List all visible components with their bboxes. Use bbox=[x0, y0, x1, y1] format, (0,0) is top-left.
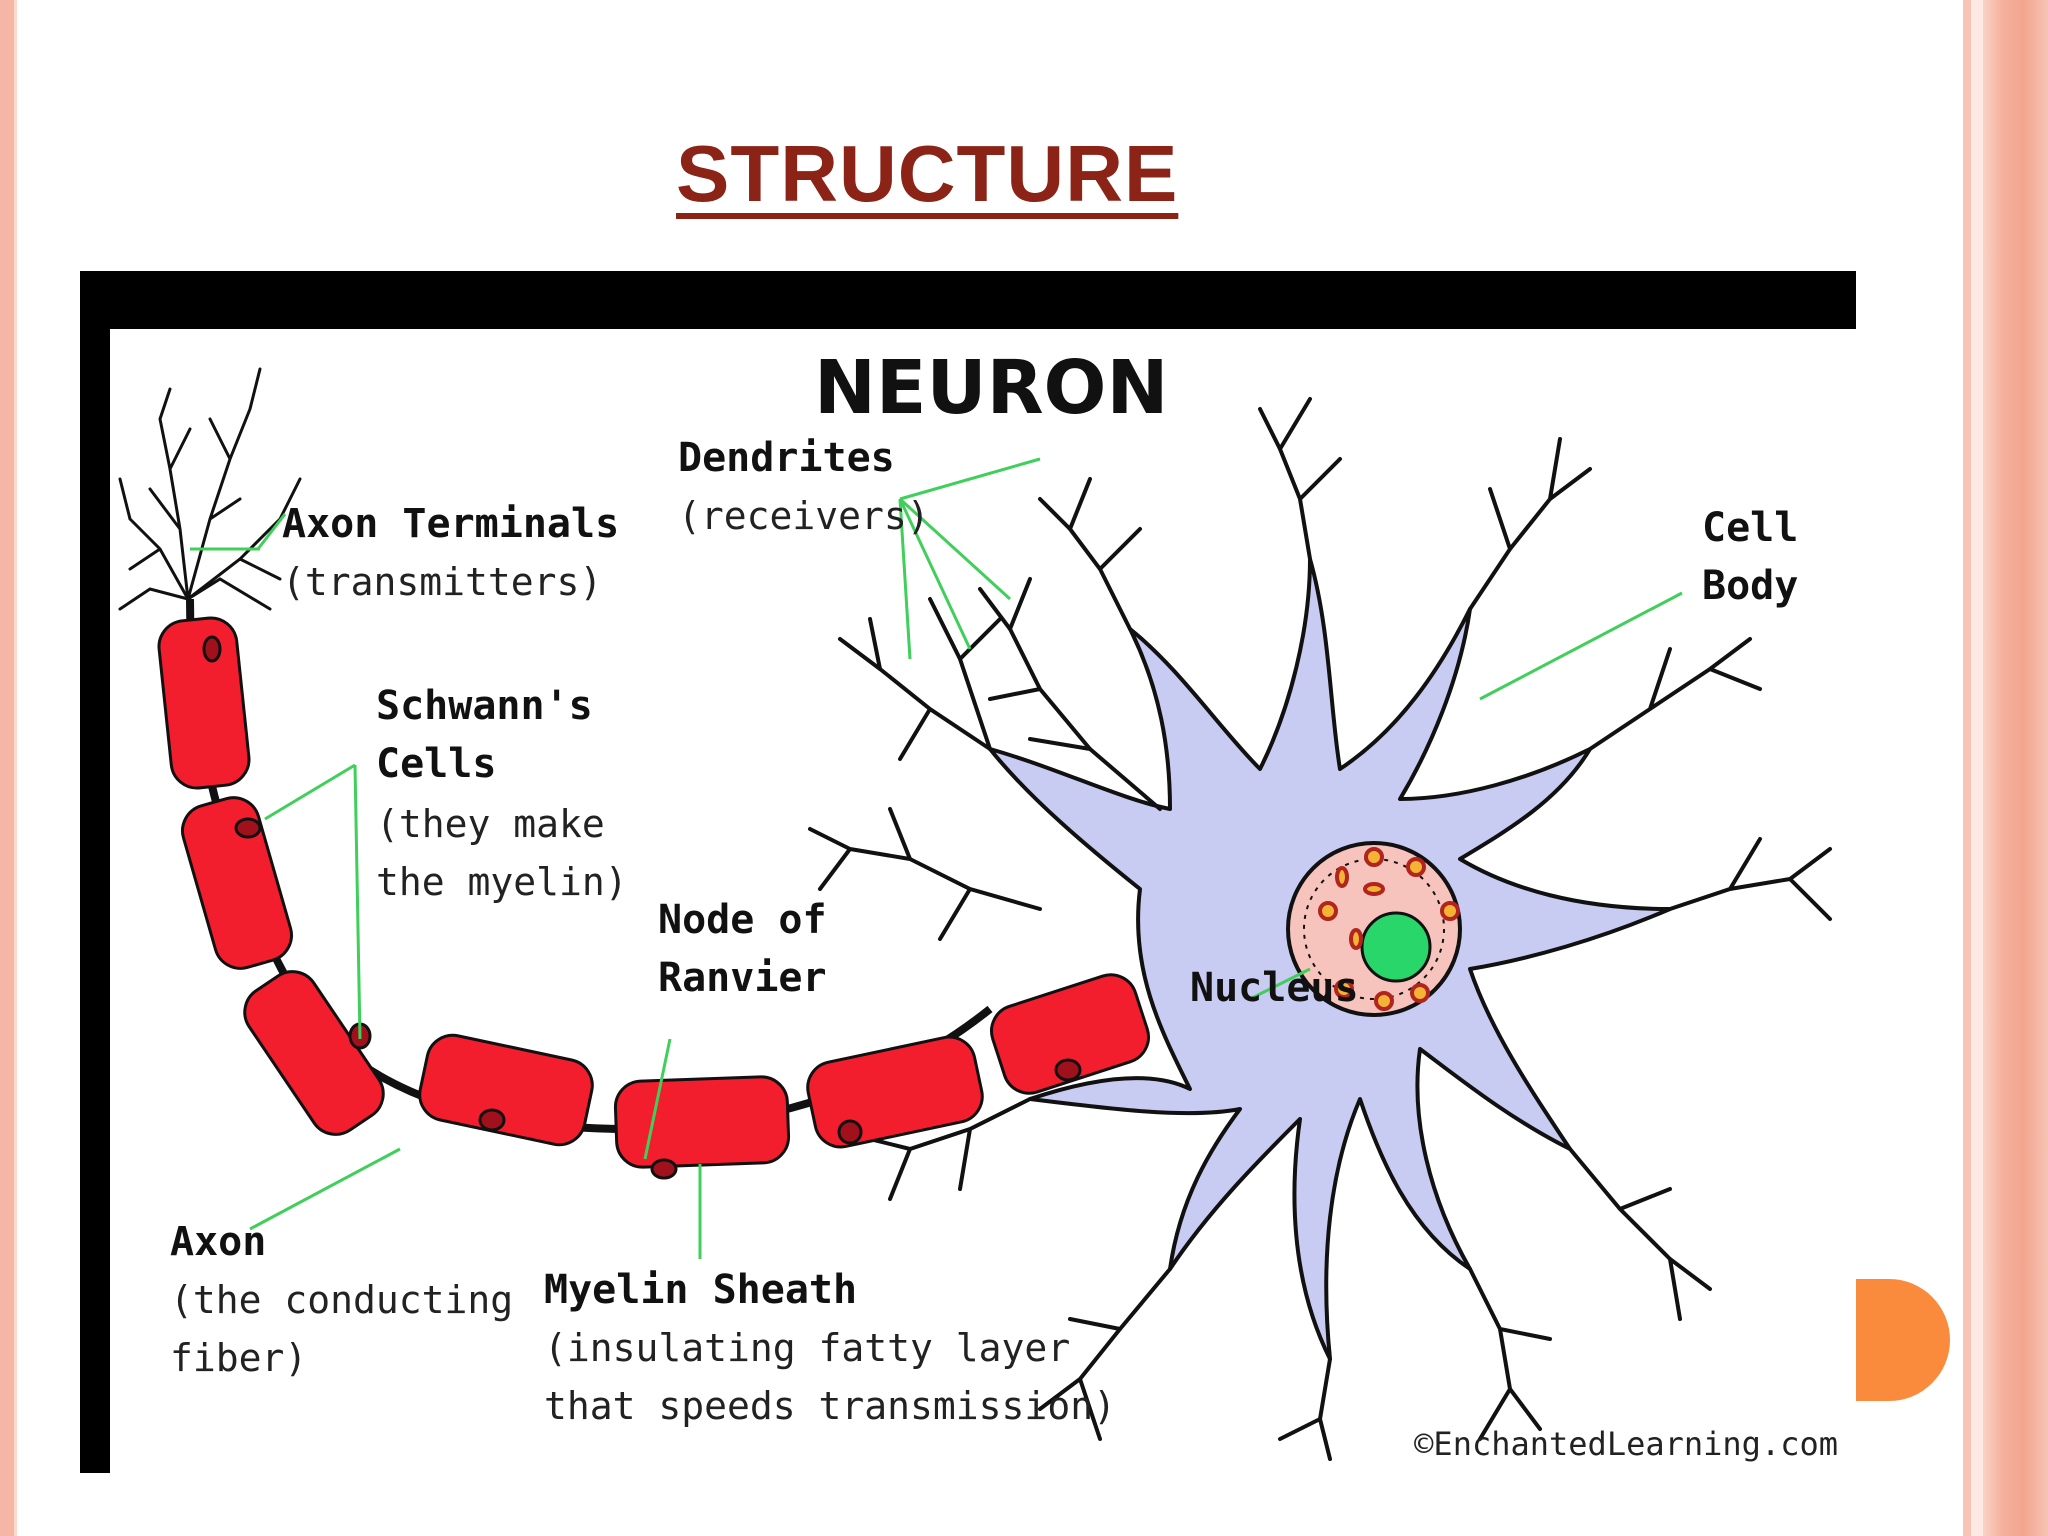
label-myelin-sheath-desc1: (insulating fatty layer bbox=[544, 1326, 1070, 1370]
left-frame-border bbox=[0, 0, 17, 1536]
label-myelin-sheath: Myelin Sheath bbox=[544, 1267, 857, 1313]
label-schwanns-cells-desc2: the myelin) bbox=[376, 860, 628, 904]
label-dendrites-desc: (receivers) bbox=[678, 494, 930, 538]
label-axon-terminals-desc: (transmitters) bbox=[282, 560, 602, 604]
label-cell-body-line1: Cell bbox=[1702, 505, 1798, 551]
label-schwanns-cells-line2: Cells bbox=[376, 741, 496, 787]
label-node-of-ranvier-line1: Node of bbox=[658, 897, 827, 943]
label-cell-body-line2: Body bbox=[1702, 563, 1798, 609]
label-axon-desc1: (the conducting bbox=[170, 1278, 513, 1322]
right-frame-gap bbox=[1971, 0, 1983, 1536]
organelles bbox=[1318, 847, 1460, 1011]
decorative-orange-circle bbox=[1856, 1279, 1950, 1401]
label-nucleus: Nucleus bbox=[1190, 965, 1359, 1011]
dendrite-branches bbox=[808, 397, 1832, 1461]
nucleolus bbox=[1360, 911, 1432, 983]
label-axon: Axon bbox=[170, 1219, 266, 1265]
nucleus-inner-ring bbox=[1303, 858, 1445, 1000]
label-schwanns-cells-line1: Schwann's bbox=[376, 683, 593, 729]
right-frame-stripe bbox=[1963, 0, 1971, 1536]
label-axon-desc2: fiber) bbox=[170, 1336, 307, 1380]
neuron-illustration: NEURON Axon Terminals (transmitters) Den… bbox=[118, 345, 1838, 1463]
axon-terminal-branches bbox=[118, 367, 302, 611]
schwann-cell-nuclei bbox=[202, 635, 1082, 1180]
label-node-of-ranvier-line2: Ranvier bbox=[658, 955, 827, 1001]
label-myelin-sheath-desc2: that speeds transmission) bbox=[544, 1384, 1116, 1428]
leader-lines bbox=[190, 457, 1683, 1259]
right-frame-border bbox=[1983, 0, 2048, 1536]
label-dendrites: Dendrites bbox=[678, 435, 895, 481]
neuron-diagram: NEURON Axon Terminals (transmitters) Den… bbox=[110, 329, 1856, 1473]
slide-title: STRUCTURE bbox=[676, 129, 1179, 218]
label-axon-terminals: Axon Terminals bbox=[282, 501, 619, 547]
label-schwanns-cells-desc1: (they make bbox=[376, 802, 605, 846]
credit-text: ©EnchantedLearning.com bbox=[1414, 1425, 1838, 1463]
diagram-title: NEURON bbox=[814, 345, 1168, 431]
neuron-diagram-frame: NEURON Axon Terminals (transmitters) Den… bbox=[80, 271, 1856, 1473]
myelin-sheath-segments bbox=[157, 616, 1150, 1169]
